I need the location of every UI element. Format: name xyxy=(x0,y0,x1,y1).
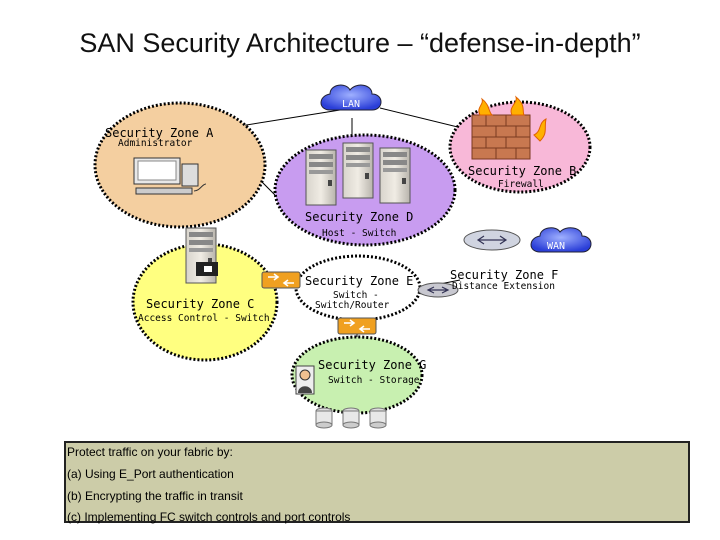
host-server-icon xyxy=(305,149,337,206)
zone-a-sublabel: Administrator xyxy=(118,138,193,149)
wan-label: WAN xyxy=(547,241,565,252)
zone-b-label: Security Zone B xyxy=(468,164,576,178)
host-server-icon xyxy=(379,147,411,204)
zone-a-label: Security Zone A xyxy=(105,126,214,140)
notes-panel: Protect traffic on your fabric by: (a) U… xyxy=(64,441,690,524)
notes-heading: Protect traffic on your fabric by: xyxy=(67,445,233,459)
storage-admin-user-icon xyxy=(295,365,315,395)
zone-d-label: Security Zone D xyxy=(305,210,413,224)
zone-g-ellipse xyxy=(290,335,424,415)
firewall-icon xyxy=(471,95,547,160)
zone-e-sublabel-2: Switch/Router xyxy=(315,300,390,311)
notes-item: (c) Implementing FC switch controls and … xyxy=(67,510,351,524)
host-server-icon xyxy=(342,142,374,199)
storage-disk-icon xyxy=(315,407,333,429)
router-icon xyxy=(417,282,459,298)
admin-computer-icon xyxy=(133,157,207,195)
switch-icon xyxy=(337,317,377,335)
zone-c-label: Security Zone C xyxy=(146,297,254,311)
lan-label: LAN xyxy=(342,99,360,110)
zone-g-label: Security Zone G xyxy=(318,358,426,372)
distance-extension-router-icon xyxy=(463,229,521,251)
storage-disk-icon xyxy=(369,407,387,429)
zone-b-sublabel: Firewall xyxy=(498,179,544,190)
zone-d-sublabel: Host - Switch xyxy=(322,228,396,239)
zone-f-label: Security Zone F xyxy=(450,268,558,282)
wan-cloud-icon xyxy=(530,227,592,253)
lan-cloud-icon xyxy=(320,84,382,111)
zone-c-ellipse xyxy=(131,242,279,362)
page-title: SAN Security Architecture – “defense-in-… xyxy=(79,28,641,58)
zone-e-label: Security Zone E xyxy=(305,274,413,288)
zone-g-sublabel: Switch - Storage xyxy=(328,375,420,386)
switch-icon xyxy=(261,271,301,289)
access-control-server-icon xyxy=(185,227,218,284)
storage-disk-icon xyxy=(342,407,360,429)
notes-item: (b) Encrypting the traffic in transit xyxy=(67,489,243,503)
zone-c-sublabel: Access Control - Switch xyxy=(138,313,270,324)
zone-f-sublabel: Distance Extension xyxy=(452,281,555,292)
zone-e-sublabel-1: Switch - xyxy=(333,290,379,301)
notes-item: (a) Using E_Port authentication xyxy=(67,467,234,481)
